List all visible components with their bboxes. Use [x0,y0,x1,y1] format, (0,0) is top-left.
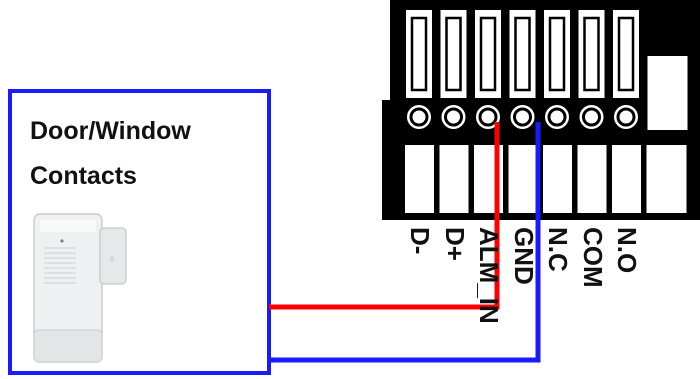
terminal-slot-inner [583,16,600,92]
device-title-line2: Contacts [30,162,137,190]
terminal-cell [543,145,572,213]
terminal-slot-inner [410,16,428,92]
terminal-slot [578,10,605,98]
terminal-screw-hole [444,107,463,127]
terminal-cell [577,145,607,213]
pin-label-text: D+ [439,227,470,261]
terminal-slot [406,10,432,98]
pin-label-text: N.O [612,227,642,274]
terminal-slot [509,10,536,98]
terminal-cell [405,145,434,213]
alarm-wire [269,122,500,310]
pin-label-text: ALM_IN [474,227,504,324]
pin-label-text: D- [405,227,435,255]
terminal-slot-inner [514,16,531,92]
terminal-cell [439,145,469,213]
terminal-slot-inner [479,16,497,92]
terminal-end-slot [647,56,688,130]
terminal-slot-inner [617,16,635,92]
terminal-slot [475,10,501,98]
terminal-cell [508,145,538,213]
pin-label-text: N.C [543,227,573,272]
terminal-slot [440,10,467,98]
terminal-screw-hole [478,107,498,127]
terminal-end-cell [646,145,687,213]
terminal-screw-hole [582,107,601,127]
terminal-screw-hole [547,107,567,127]
ground-wire [269,122,541,363]
terminal-cell [612,145,641,213]
terminal-screw-hole [616,107,636,127]
pin-label-text: COM [577,227,608,288]
terminal-screw-hole [409,107,429,127]
terminal-slot-inner [548,16,566,92]
terminal-slot-inner [445,16,462,92]
terminal-slot [613,10,639,98]
terminal-slot [544,10,570,98]
device-title-line1: Door/Window [30,117,191,145]
pin-label-text: GND [508,227,539,285]
contact-sensor-image [33,213,127,363]
terminal-screw-hole [513,107,532,127]
terminal-block [382,0,700,220]
